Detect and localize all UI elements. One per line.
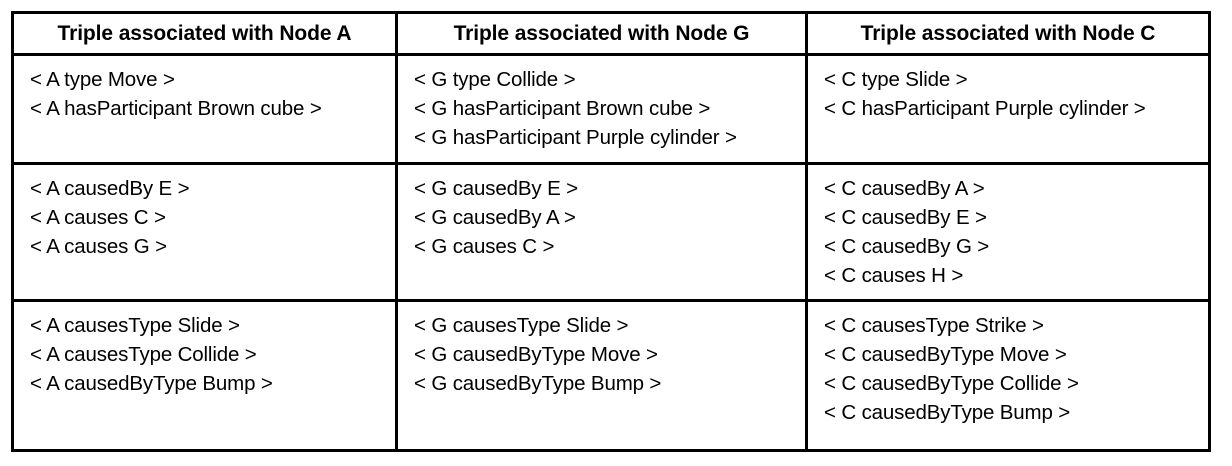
triple-line: < C causes H >	[824, 264, 964, 287]
table-body: < A type Move > < A hasParticipant Brown…	[11, 53, 1211, 452]
cell-node-a-type-participants: < A type Move > < A hasParticipant Brown…	[11, 53, 398, 165]
column-header-node-g: Triple associated with Node G	[395, 11, 808, 56]
triple-line: < C causesType Strike >	[824, 314, 1044, 337]
triple-line: < C causedByType Collide >	[824, 372, 1079, 395]
triple-line: < A causedBy E >	[30, 177, 190, 200]
triple-line: < A causes G >	[30, 235, 167, 258]
triple-line: < A causesType Slide >	[30, 314, 240, 337]
triple-line: < A causes C >	[30, 206, 166, 229]
triple-line: < C causedByType Bump >	[824, 401, 1071, 424]
triple-line: < G causedByType Move >	[414, 343, 658, 366]
table-row: < A type Move > < A hasParticipant Brown…	[11, 53, 1211, 165]
triple-line: < C causedBy E >	[824, 206, 987, 229]
triple-line: < G causedByType Bump >	[414, 372, 662, 395]
triple-line: < C hasParticipant Purple cylinder >	[824, 97, 1146, 120]
triple-line: < G causedBy E >	[414, 177, 578, 200]
triple-line: < A type Move >	[30, 68, 175, 91]
cell-node-a-causal-types: < A causesType Slide > < A causesType Co…	[11, 299, 398, 452]
cell-node-c-causal-links: < C causedBy A > < C causedBy E > < C ca…	[805, 162, 1211, 302]
cell-node-g-causal-links: < G causedBy E > < G causedBy A > < G ca…	[395, 162, 808, 302]
triple-line: < G causedBy A >	[414, 206, 576, 229]
triples-table-container: Triple associated with Node A Triple ass…	[11, 11, 1211, 452]
table-row: < A causesType Slide > < A causesType Co…	[11, 299, 1211, 452]
triple-line: < G hasParticipant Brown cube >	[414, 97, 711, 120]
column-header-node-a: Triple associated with Node A	[11, 11, 398, 56]
table-header-row: Triple associated with Node A Triple ass…	[11, 11, 1211, 56]
cell-node-c-causal-types: < C causesType Strike > < C causedByType…	[805, 299, 1211, 452]
triple-line: < C causedByType Move >	[824, 343, 1067, 366]
triple-line: < G causesType Slide >	[414, 314, 629, 337]
cell-node-a-causal-links: < A causedBy E > < A causes C > < A caus…	[11, 162, 398, 302]
column-header-node-c: Triple associated with Node C	[805, 11, 1211, 56]
triples-table: Triple associated with Node A Triple ass…	[11, 11, 1211, 452]
triple-line: < G hasParticipant Purple cylinder >	[414, 126, 737, 149]
table-header: Triple associated with Node A Triple ass…	[11, 11, 1211, 56]
triple-line: < C causedBy G >	[824, 235, 990, 258]
triple-line: < C type Slide >	[824, 68, 968, 91]
triple-line: < A hasParticipant Brown cube >	[30, 97, 322, 120]
triple-line: < A causesType Collide >	[30, 343, 257, 366]
triple-line: < C causedBy A >	[824, 177, 985, 200]
cell-node-g-type-participants: < G type Collide > < G hasParticipant Br…	[395, 53, 808, 165]
table-row: < A causedBy E > < A causes C > < A caus…	[11, 162, 1211, 302]
triple-line: < A causedByType Bump >	[30, 372, 273, 395]
cell-node-g-causal-types: < G causesType Slide > < G causedByType …	[395, 299, 808, 452]
triple-line: < G type Collide >	[414, 68, 576, 91]
triple-line: < G causes C >	[414, 235, 555, 258]
cell-node-c-type-participants: < C type Slide > < C hasParticipant Purp…	[805, 53, 1211, 165]
